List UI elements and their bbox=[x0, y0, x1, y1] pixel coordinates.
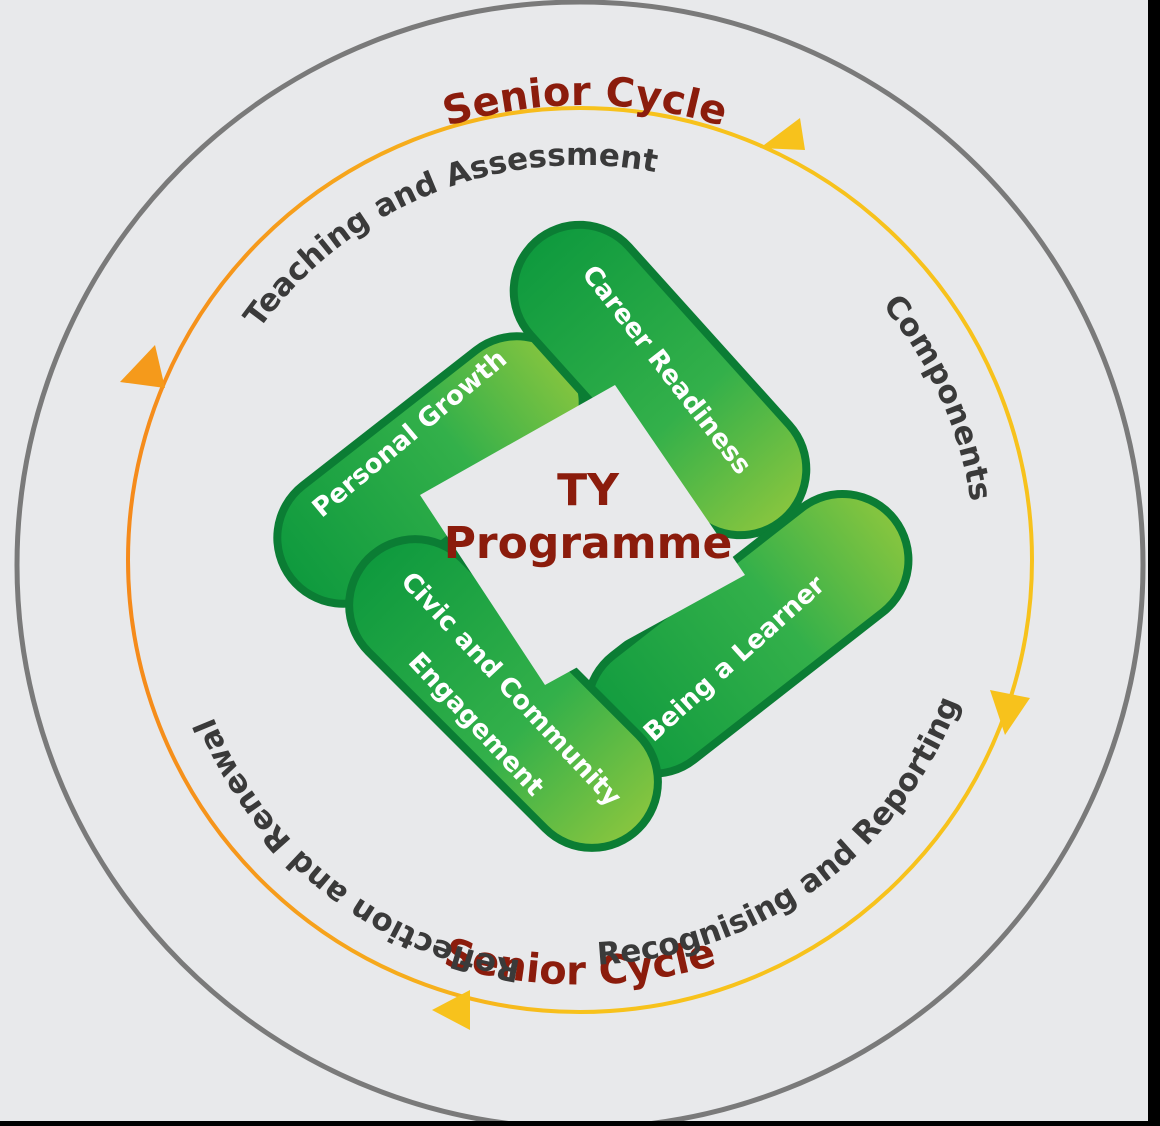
ty-bands-group bbox=[273, 220, 913, 852]
band-civic-community bbox=[345, 535, 662, 852]
band-career-readiness bbox=[509, 220, 811, 540]
arrow-right-icon bbox=[990, 690, 1030, 735]
center-panel bbox=[420, 385, 745, 685]
band-personal-growth bbox=[273, 332, 587, 608]
cycle-ring bbox=[126, 106, 1034, 1014]
arrow-top-right-icon bbox=[760, 118, 805, 150]
arrow-bottom-icon bbox=[432, 990, 470, 1030]
band-being-a-learner bbox=[583, 489, 913, 778]
arrow-left-icon bbox=[120, 345, 165, 388]
center-title-line1: TY bbox=[557, 465, 620, 516]
center-title-line2: Programme bbox=[444, 518, 733, 569]
